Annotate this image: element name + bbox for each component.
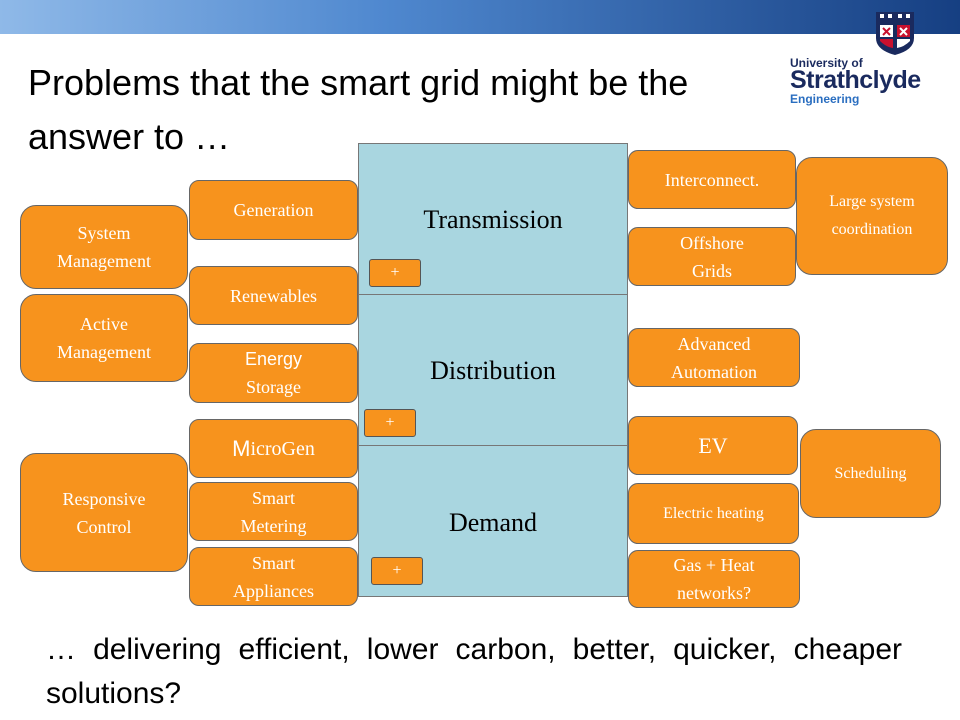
logo-line3: Engineering — [790, 92, 860, 106]
generation-box: Generation — [189, 180, 358, 240]
gas-heat-networks-box: Gas + Heat networks? — [628, 550, 800, 608]
smart-metering-box: Smart Metering — [189, 482, 358, 541]
smart-appliances-box: Smart Appliances — [189, 547, 358, 606]
energy-storage-label-1: Energy — [244, 349, 303, 369]
microgen-label-initial: M — [232, 435, 251, 461]
active-management-box: Active Management — [20, 294, 188, 382]
tier-transmission-label: Transmission — [423, 205, 563, 234]
ev-box: EV — [628, 416, 798, 475]
tier-distribution-label: Distribution — [430, 356, 556, 385]
interconnect-box: Interconnect. — [628, 150, 796, 209]
scheduling-box: Scheduling — [800, 429, 941, 518]
renewables-box: Renewables — [189, 266, 358, 325]
crest-icon — [876, 12, 914, 55]
advanced-automation-box: Advanced Automation — [628, 328, 800, 387]
microgen-label-rest: icroGen — [250, 437, 315, 460]
logo-line2: Strathclyde — [790, 66, 921, 94]
plus-transmission: + — [369, 259, 421, 287]
electric-heating-box: Electric heating — [628, 483, 799, 544]
logo-line1: University of — [790, 56, 863, 70]
tier-distribution: Distribution — [358, 294, 628, 446]
plus-distribution: + — [364, 409, 416, 437]
offshore-grids-box: Offshore Grids — [628, 227, 796, 286]
responsive-control-box: Responsive Control — [20, 453, 188, 572]
tier-demand-label: Demand — [448, 508, 538, 537]
footer-caption: … delivering efficient, lower carbon, be… — [46, 633, 902, 710]
energy-storage-box: Energy Storage — [189, 343, 358, 403]
system-management-box: System Management — [20, 205, 188, 289]
plus-demand: + — [371, 557, 423, 585]
university-logo: University of Strathclyde Engineering — [790, 10, 950, 106]
slide-title: Problems that the smart grid might be th… — [28, 62, 689, 157]
energy-storage-label-2: Storage — [246, 377, 301, 397]
large-system-coordination-box: Large system coordination — [796, 157, 948, 275]
top-banner — [0, 0, 960, 34]
